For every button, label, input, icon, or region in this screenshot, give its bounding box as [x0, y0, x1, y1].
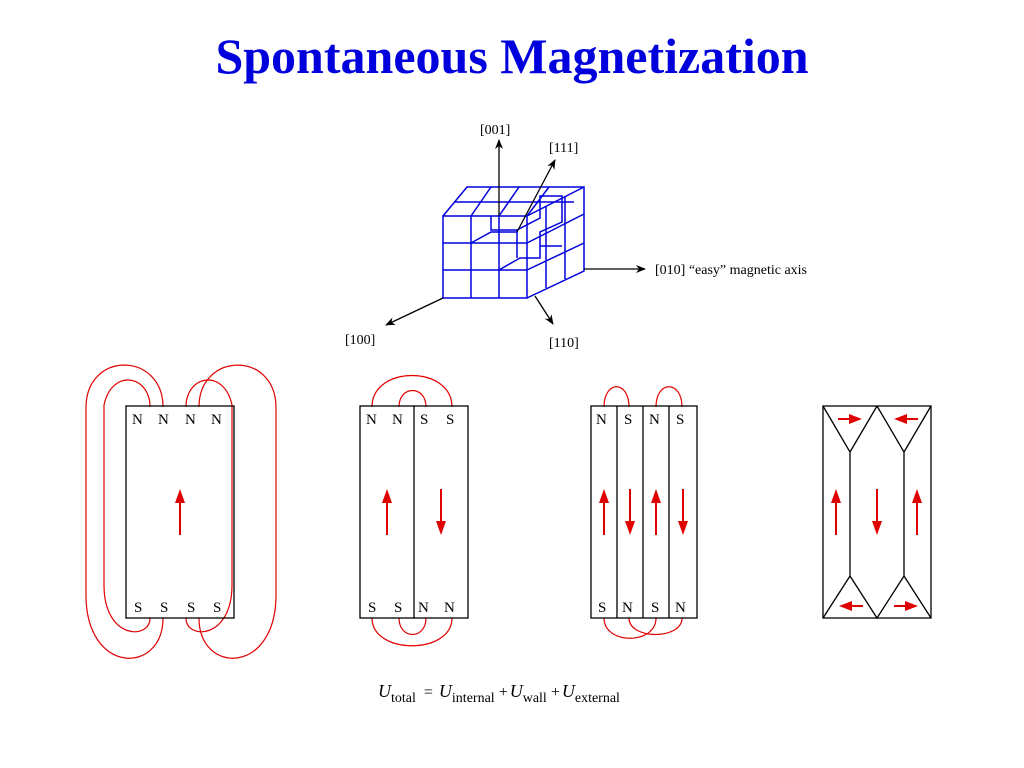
- pole-label: S: [651, 600, 659, 616]
- axis-110-arrow: [534, 295, 554, 325]
- domain-config-3: N S N S S N S N: [590, 386, 698, 639]
- eq-subscript: wall: [523, 691, 547, 706]
- eq-term: U: [510, 681, 524, 701]
- moment-right-arrow: [838, 414, 862, 424]
- moment-left-arrow: [894, 414, 918, 424]
- eq-operator: +: [499, 684, 508, 701]
- external-field-lines: [371, 375, 453, 647]
- domain-wall: [849, 405, 878, 453]
- moment-down-arrow: [678, 489, 688, 535]
- eq-operator: +: [551, 684, 560, 701]
- pole-label: S: [213, 600, 221, 616]
- pole-label: N: [418, 600, 429, 616]
- pole-label: N: [649, 412, 660, 428]
- pole-label: N: [622, 600, 633, 616]
- moment-up-arrow: [651, 489, 661, 535]
- moment-up-arrow: [831, 489, 841, 535]
- crystal-lattice: [442, 186, 585, 299]
- domain-wall: [822, 405, 851, 619]
- pole-label: S: [187, 600, 195, 616]
- pole-label: N: [158, 412, 169, 428]
- pole-label: N: [675, 600, 686, 616]
- crystal-axes: [385, 139, 646, 326]
- eq-term: U: [378, 681, 392, 701]
- pole-label: N: [132, 412, 143, 428]
- axis-111-label: [111]: [549, 141, 578, 156]
- moment-down-arrow: [625, 489, 635, 535]
- domain-config-4: [822, 405, 932, 620]
- axis-100-arrow: [385, 297, 444, 326]
- axis-100-label: [100]: [345, 333, 375, 348]
- moment-down-arrow: [872, 489, 882, 535]
- pole-label: S: [446, 412, 454, 428]
- moment-up-arrow: [912, 489, 922, 535]
- axis-010-label: [010] “easy” magnetic axis: [655, 263, 807, 278]
- pole-label: N: [366, 412, 377, 428]
- moment-down-arrow: [436, 489, 446, 535]
- slide-title: Spontaneous Magnetization: [215, 28, 809, 84]
- moment-up-arrow: [382, 489, 392, 535]
- eq-operator: =: [424, 684, 433, 701]
- pole-label: S: [134, 600, 142, 616]
- domain-wall: [903, 575, 932, 619]
- domain-box: [125, 405, 235, 619]
- domain-box: [590, 405, 698, 619]
- external-field-lines: [85, 364, 277, 659]
- eq-subscript: external: [575, 691, 620, 706]
- axis-001-label: [001]: [480, 123, 510, 138]
- external-field-lines: [603, 386, 683, 639]
- eq-subscript: total: [391, 691, 416, 706]
- moment-right-arrow: [894, 601, 918, 611]
- pole-label: S: [368, 600, 376, 616]
- pole-label: N: [185, 412, 196, 428]
- domain-config-1: N N N N S S S S: [85, 364, 277, 659]
- energy-equation: Utotal=Uinternal+Uwall+Uexternal: [378, 681, 620, 706]
- axis-111-arrow: [516, 159, 556, 233]
- eq-term: U: [439, 681, 453, 701]
- pole-label: S: [160, 600, 168, 616]
- axis-110-label: [110]: [549, 336, 579, 351]
- pole-label: N: [444, 600, 455, 616]
- domain-config-2: N N S S S S N N: [359, 375, 469, 647]
- moment-up-arrow: [175, 489, 185, 535]
- pole-label: S: [420, 412, 428, 428]
- pole-label: S: [676, 412, 684, 428]
- eq-term: U: [562, 681, 576, 701]
- domain-wall: [903, 405, 932, 453]
- moment-up-arrow: [599, 489, 609, 535]
- pole-label: S: [598, 600, 606, 616]
- pole-label: S: [394, 600, 402, 616]
- pole-label: N: [596, 412, 607, 428]
- pole-label: N: [211, 412, 222, 428]
- pole-label: S: [624, 412, 632, 428]
- eq-subscript: internal: [452, 691, 495, 706]
- pole-label: N: [392, 412, 403, 428]
- moment-left-arrow: [839, 601, 863, 611]
